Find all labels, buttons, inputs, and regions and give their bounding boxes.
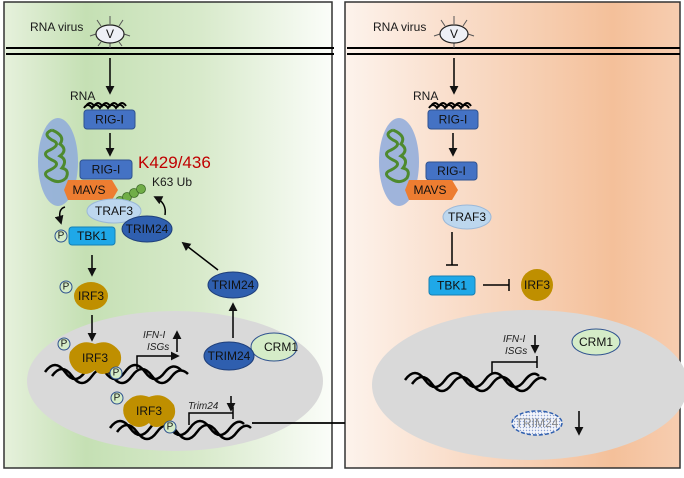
rna-strand-right — [428, 102, 472, 110]
svg-text:IRF3: IRF3 — [78, 289, 104, 303]
rna-strand — [83, 102, 127, 110]
phospho-irf3-nuc-2b — [163, 420, 177, 434]
trim24-bound — [121, 215, 173, 243]
trim24-cytoplasmic — [207, 271, 259, 299]
virus-icon-right: V — [433, 16, 475, 48]
svg-text:IRF3: IRF3 — [524, 278, 550, 292]
gene-isgs-label-right: ISGs — [505, 346, 527, 357]
svg-text:P: P — [63, 282, 70, 293]
svg-text:TRIM24: TRIM24 — [208, 349, 251, 363]
traf3-protein — [86, 198, 142, 224]
svg-text:TRAF3: TRAF3 — [95, 204, 133, 218]
irf3-dimer-nuclear-1 — [69, 342, 122, 374]
ubiquitination-site-label: K429/436 — [138, 153, 211, 172]
dna-strand-2 — [108, 419, 252, 441]
svg-text:CRM1: CRM1 — [579, 335, 613, 349]
irf3-cytoplasmic — [74, 282, 108, 310]
trim24-reduced — [511, 410, 563, 436]
svg-text:P: P — [58, 231, 65, 242]
svg-text:P: P — [114, 393, 121, 404]
nucleus-right — [372, 310, 684, 460]
svg-text:MAVS: MAVS — [72, 183, 105, 197]
gene-ifn-label: IFN-I — [143, 330, 165, 341]
phospho-irf3-nuc-1a — [57, 337, 71, 351]
svg-text:TRIM24: TRIM24 — [212, 278, 255, 292]
phospho-tbk1 — [54, 229, 68, 243]
phospho-irf3-nuc-2a — [110, 391, 124, 405]
virus-icon: V — [89, 16, 131, 48]
dna-strand-right — [403, 371, 547, 393]
virus-label: RNA virus — [30, 20, 83, 34]
mavs-adaptor-right — [405, 180, 458, 200]
traf3-protein-right — [442, 204, 492, 230]
right-panel: RNA virus V RNA RIG-I RIG-I MAVS TRAF3 T… — [252, 1, 684, 469]
left-panel: RNA virus V RNA RIG-I RIG-I K429/436 K63… — [3, 1, 334, 469]
inhibition-traf3-tbk1 — [446, 232, 458, 266]
svg-text:RIG-I: RIG-I — [92, 163, 121, 177]
svg-text:RIG-I: RIG-I — [95, 113, 124, 127]
trim24-nuclear — [203, 341, 255, 371]
arrow-trim24-to-complex — [181, 241, 219, 271]
svg-text:TBK1: TBK1 — [77, 229, 107, 243]
svg-text:CRM1: CRM1 — [264, 340, 298, 354]
inhibition-ifn-transcription — [491, 356, 538, 373]
svg-text:V: V — [106, 27, 114, 41]
k63-ub-label: K63 Ub — [152, 175, 192, 189]
tbk1-kinase — [68, 226, 116, 246]
svg-text:TRAF3: TRAF3 — [448, 210, 486, 224]
irf3-dimer-nuclear-2 — [123, 395, 176, 427]
svg-text:TRIM24: TRIM24 — [516, 416, 559, 430]
rna-label-right: RNA — [413, 89, 438, 103]
arrow-transcription-ifn — [136, 351, 180, 369]
svg-text:RIG-I: RIG-I — [439, 113, 468, 127]
virus-label-right: RNA virus — [373, 20, 426, 34]
rig-i-sensor-right — [427, 109, 479, 130]
svg-text:IRF3: IRF3 — [82, 351, 108, 365]
svg-text:IRF3: IRF3 — [136, 404, 162, 418]
svg-text:V: V — [450, 27, 458, 41]
crm1-protein-right — [571, 328, 621, 356]
rna-label: RNA — [70, 89, 95, 103]
irf3-inactive — [521, 269, 553, 301]
inhibition-tbk1-irf3 — [483, 279, 510, 291]
gene-isgs-label: ISGs — [147, 342, 169, 353]
phospho-irf3 — [59, 280, 73, 294]
rig-i-sensor — [83, 109, 136, 130]
svg-text:MAVS: MAVS — [413, 183, 446, 197]
arrow-to-tbk1 — [54, 206, 66, 225]
gene-trim24-label: Trim24 — [188, 401, 219, 412]
arrow-trim24-ubiquitinates — [153, 196, 167, 216]
svg-text:P: P — [167, 422, 174, 433]
gene-ifn-label-right: IFN-I — [503, 334, 525, 345]
rig-i-active — [79, 159, 133, 180]
mavs-adaptor — [64, 180, 118, 200]
phospho-irf3-nuc-1b — [109, 366, 123, 380]
svg-text:RIG-I: RIG-I — [437, 164, 466, 178]
tbk1-kinase-right — [428, 275, 476, 296]
crm1-protein — [250, 332, 298, 362]
svg-text:TRIM24: TRIM24 — [126, 222, 169, 236]
svg-text:TBK1: TBK1 — [437, 279, 467, 293]
svg-text:P: P — [61, 339, 68, 350]
svg-text:P: P — [113, 368, 120, 379]
